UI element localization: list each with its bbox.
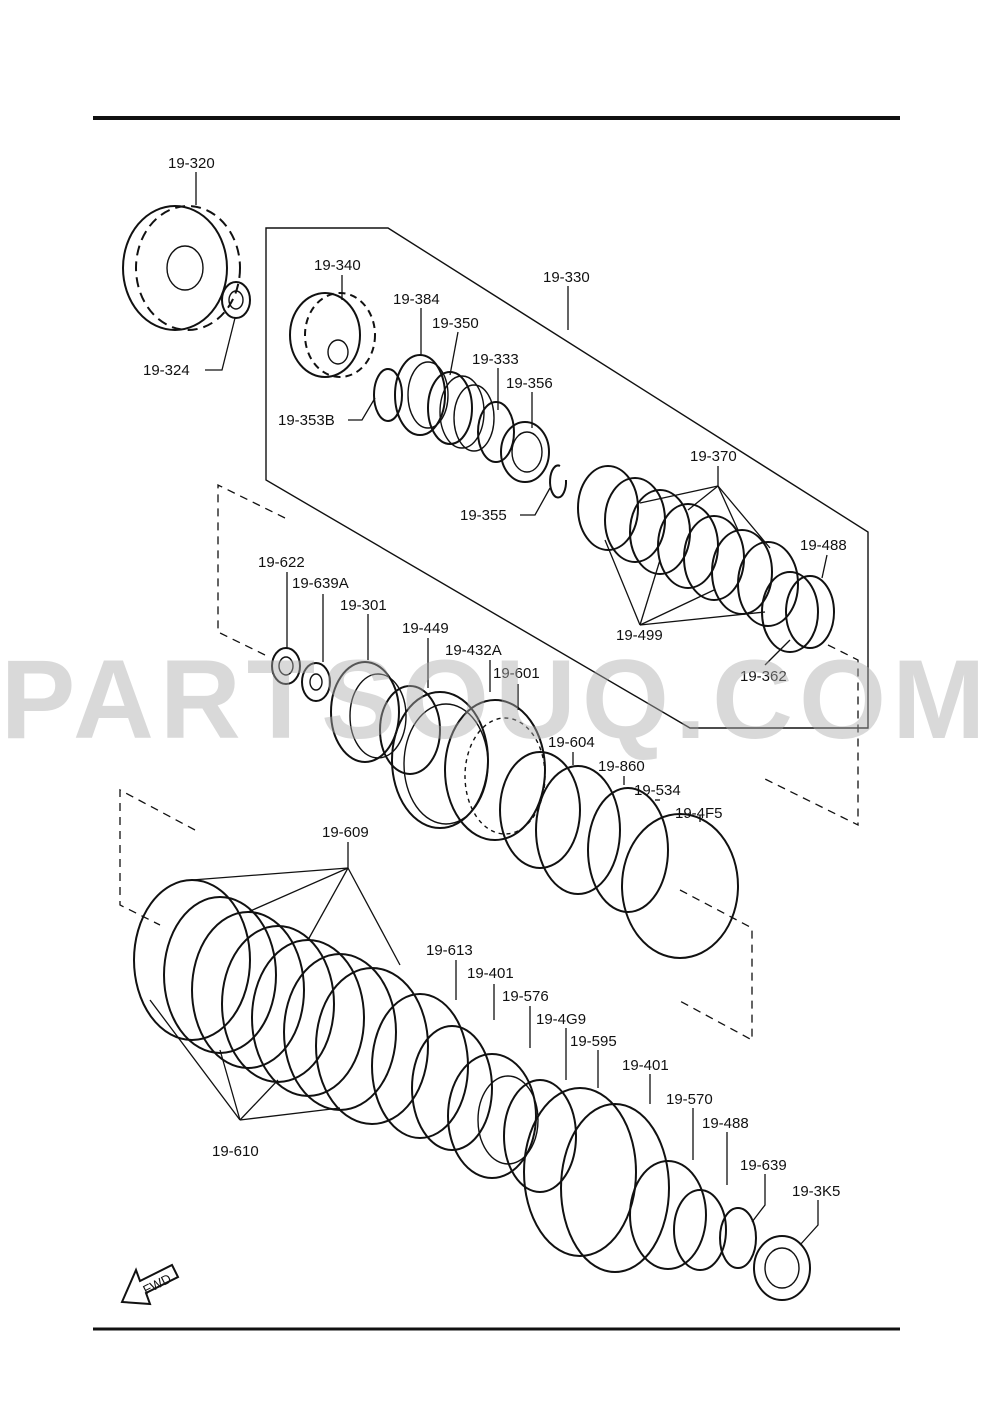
label-19-350: 19-350 xyxy=(432,315,479,332)
label-19-499: 19-499 xyxy=(616,627,663,644)
dashed-guide-left xyxy=(119,788,196,926)
part-19-4G9-carrier xyxy=(503,1079,577,1193)
label-19-333: 19-333 xyxy=(472,351,519,368)
fwd-arrow-icon: FWD xyxy=(120,1263,180,1306)
label-19-353B: 19-353B xyxy=(278,412,335,429)
part-19-356-retainer xyxy=(500,421,550,483)
label-19-488-upper: 19-488 xyxy=(800,537,847,554)
part-19-613-plate xyxy=(371,993,469,1139)
part-19-350-spring xyxy=(427,371,495,452)
part-19-320-drum xyxy=(122,205,241,331)
part-19-4F5-snap-ring xyxy=(621,813,739,959)
part-19-401-snap-ring-a xyxy=(411,1025,493,1151)
label-19-384: 19-384 xyxy=(393,291,440,308)
part-19-622-bearing xyxy=(271,647,301,685)
label-19-639: 19-639 xyxy=(740,1157,787,1174)
label-19-340: 19-340 xyxy=(314,257,361,274)
label-19-432A: 19-432A xyxy=(445,642,502,659)
label-19-370: 19-370 xyxy=(690,448,737,465)
label-19-604: 19-604 xyxy=(548,734,595,751)
label-19-534: 19-534 xyxy=(634,782,681,799)
label-19-330: 19-330 xyxy=(543,269,590,286)
part-19-449-ring xyxy=(379,685,441,775)
part-19-324-bearing xyxy=(221,281,251,319)
label-19-3K5: 19-3K5 xyxy=(792,1183,840,1200)
label-19-401-a: 19-401 xyxy=(467,965,514,982)
part-19-488-snap-ring-lower xyxy=(673,1189,727,1271)
label-19-860: 19-860 xyxy=(598,758,645,775)
part-19-595-drum xyxy=(523,1087,637,1257)
part-labels: 19-320 19-324 19-340 19-330 19-384 19-35… xyxy=(143,155,847,1200)
label-19-355: 19-355 xyxy=(460,507,507,524)
part-19-3K5-bearing xyxy=(753,1235,811,1301)
part-19-604-ring xyxy=(499,751,581,869)
leader-lines xyxy=(149,172,828,1246)
label-19-4G9: 19-4G9 xyxy=(536,1011,586,1028)
part-19-609-610-clutch-pack xyxy=(133,879,429,1125)
part-19-401-snap-ring-b xyxy=(560,1103,670,1273)
part-19-601-one-way-clutch xyxy=(444,699,546,841)
label-19-609: 19-609 xyxy=(322,824,369,841)
assembly-box-19-330 xyxy=(265,227,869,729)
part-19-860-plate xyxy=(535,765,621,895)
label-19-362: 19-362 xyxy=(740,668,787,685)
part-19-570-gear xyxy=(629,1160,707,1270)
label-19-320: 19-320 xyxy=(168,155,215,172)
label-19-613: 19-613 xyxy=(426,942,473,959)
part-19-534-snap-ring xyxy=(587,787,669,913)
label-19-639A: 19-639A xyxy=(292,575,349,592)
label-19-595: 19-595 xyxy=(570,1033,617,1050)
dashed-guide-right-2 xyxy=(677,889,753,1042)
fwd-label: FWD xyxy=(140,1271,173,1298)
label-19-576: 19-576 xyxy=(502,988,549,1005)
label-19-301: 19-301 xyxy=(340,597,387,614)
part-19-301-gear xyxy=(330,661,407,763)
part-19-432A-ring xyxy=(391,691,489,829)
label-19-4F5: 19-4F5 xyxy=(675,805,723,822)
label-19-601: 19-601 xyxy=(493,665,540,682)
label-19-622: 19-622 xyxy=(258,554,305,571)
part-19-639-washer xyxy=(719,1207,757,1269)
label-19-488-lower: 19-488 xyxy=(702,1115,749,1132)
part-19-355-snap-ring xyxy=(549,464,568,499)
label-19-570: 19-570 xyxy=(666,1091,713,1108)
label-19-356: 19-356 xyxy=(506,375,553,392)
part-19-340-hub xyxy=(289,292,376,378)
label-19-610: 19-610 xyxy=(212,1143,259,1160)
part-19-353B-seal xyxy=(373,368,403,422)
part-19-488-snap-ring-upper xyxy=(785,575,835,649)
part-19-639A-washer xyxy=(301,662,331,702)
label-19-401-b: 19-401 xyxy=(622,1057,669,1074)
label-19-449: 19-449 xyxy=(402,620,449,637)
label-19-324: 19-324 xyxy=(143,362,190,379)
part-19-333-seal xyxy=(477,401,515,463)
part-19-384-piston xyxy=(394,354,449,436)
dashed-guide-right-1 xyxy=(762,644,859,827)
